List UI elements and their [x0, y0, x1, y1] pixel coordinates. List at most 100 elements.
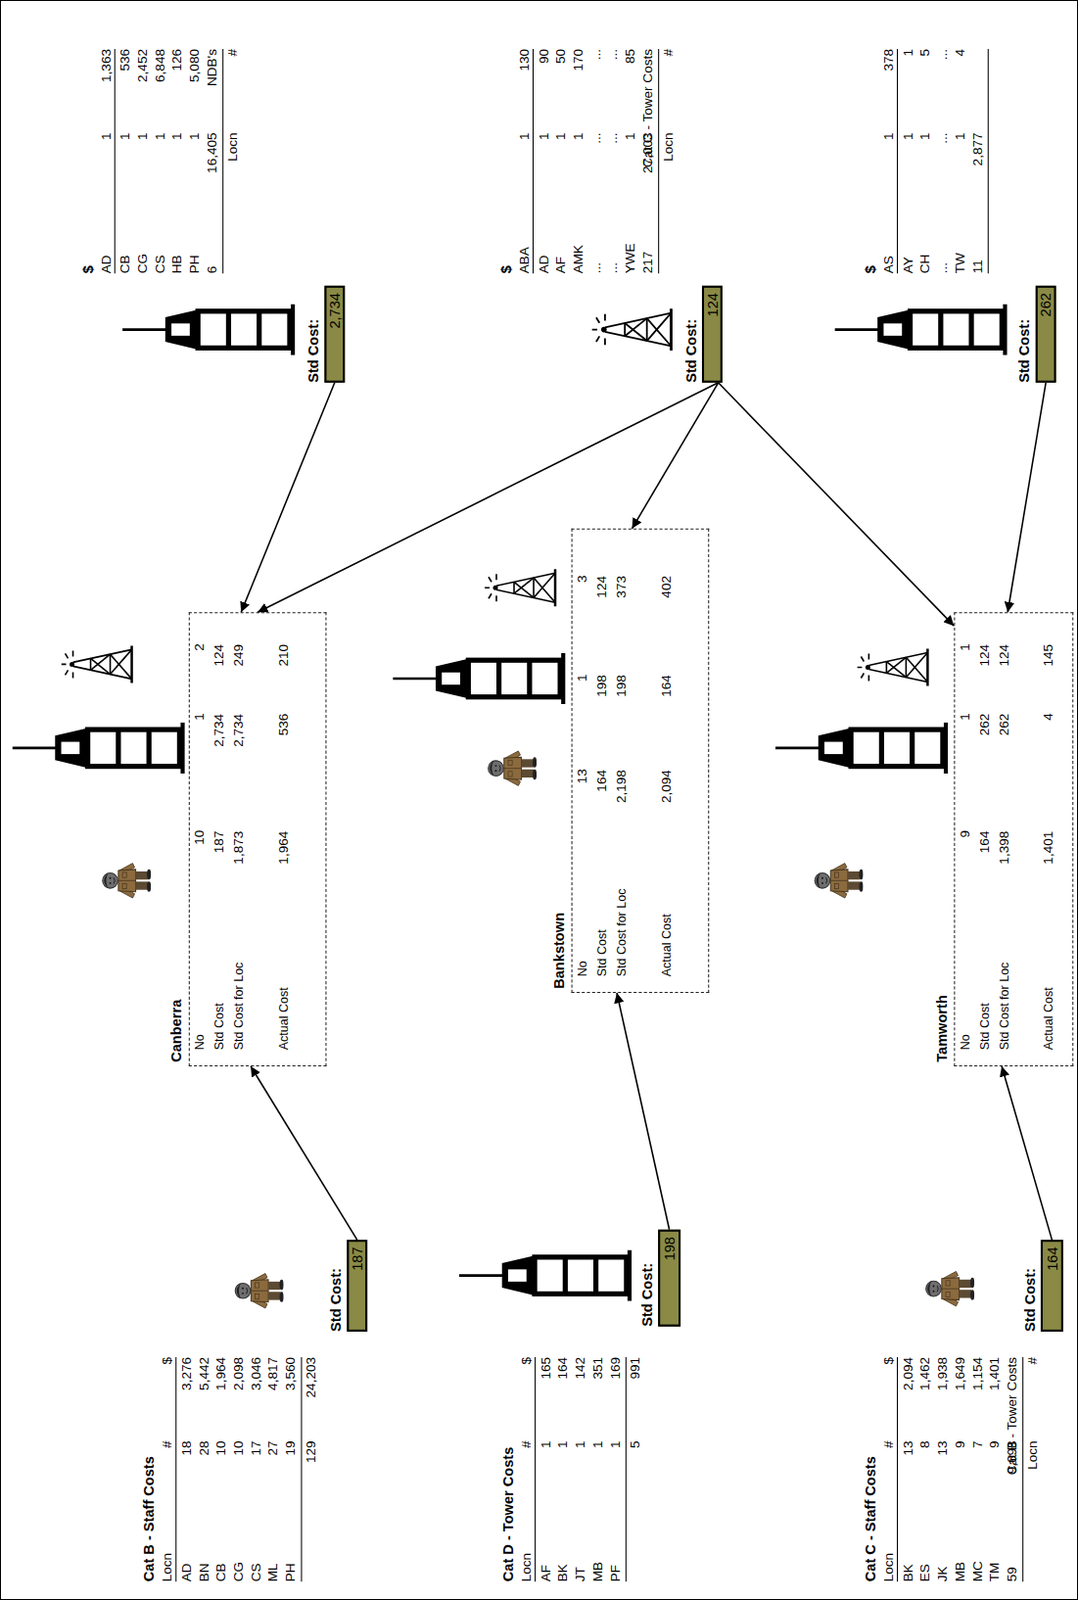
table-cell: 1,401 — [986, 1357, 1004, 1391]
table-cell: BK — [899, 1563, 917, 1582]
std-cost-box: Std Cost:164 — [1040, 1239, 1064, 1332]
cost-value: 262 — [995, 713, 1013, 737]
table-cell: 1 — [187, 132, 204, 141]
cost-value: 1 — [956, 712, 974, 721]
std-cost-value: 124 — [703, 292, 721, 317]
table-cell: 8 — [917, 1440, 935, 1449]
rule-line — [114, 48, 116, 274]
table-cell: 1,462 — [917, 1357, 935, 1391]
std-cost-value: 187 — [348, 1246, 366, 1270]
row-label: Actual Cost — [275, 986, 292, 1050]
cost-value: 1 — [191, 712, 209, 721]
table-cell: BK — [555, 1563, 572, 1582]
table-title: Cat B - Staff Costs — [140, 1455, 158, 1582]
ndb-icon — [856, 649, 928, 687]
table-cell: 2,877 — [969, 132, 986, 166]
table-cell: 164 — [555, 1357, 572, 1380]
std-cost-label: Std Cost: — [682, 319, 701, 383]
table-cell: CS — [151, 254, 169, 274]
cost-value: 145 — [1040, 644, 1058, 667]
table-title: $ — [498, 265, 516, 274]
cost-value: 124 — [594, 575, 611, 599]
rule-line — [657, 48, 659, 274]
column-header: AS — [880, 255, 897, 274]
table-cell: 1 — [535, 132, 553, 141]
table-cell: 142 — [572, 1357, 590, 1380]
table-cell: ... — [605, 48, 622, 60]
table-cell: 1,938 — [935, 1357, 952, 1391]
cost-arrow — [1001, 1066, 1052, 1240]
cost-value: 13 — [574, 768, 592, 784]
table-cell: ... — [935, 132, 952, 143]
cost-table: $AD11,363CB1536CG12,452CS16,848HB1126PH1… — [79, 48, 243, 274]
table-cell: 16,405 — [203, 132, 221, 173]
table-cell: 18 — [178, 1440, 195, 1455]
row-label: No — [956, 1033, 974, 1050]
table-cell: 1,154 — [969, 1357, 986, 1391]
location-heading: Tamworth — [934, 994, 952, 1063]
table-cell: 1 — [607, 1440, 624, 1449]
tower-icon — [775, 722, 946, 774]
ndb-icon — [61, 645, 133, 683]
rule-line — [1022, 1357, 1024, 1582]
table-cell: AMK — [570, 244, 588, 274]
table-cell: ... — [587, 48, 605, 60]
cost-arrow — [257, 382, 719, 612]
cost-table: Cat D - Tower CostsLocn#$AF1165BK1164JT1… — [500, 1357, 647, 1582]
std-cost-value: 164 — [1042, 1246, 1062, 1270]
row-label: Std Cost for Loc — [995, 962, 1013, 1051]
table-cell: 50 — [553, 48, 570, 64]
std-cost-label: Std Cost: — [638, 1263, 657, 1327]
rule-line — [896, 48, 898, 274]
table-cell: 217 — [639, 251, 657, 275]
column-header: Locn — [517, 1552, 535, 1582]
row-label: Actual Cost — [657, 913, 675, 977]
column-header: 1,363 — [97, 48, 115, 83]
table-cell: 2,094 — [899, 1357, 917, 1391]
table-cell: 6 — [203, 266, 221, 275]
table-cell: 4 — [951, 48, 969, 57]
table-cell: MB — [951, 1561, 969, 1582]
cost-value: 262 — [976, 713, 993, 737]
table-cell: 170 — [570, 48, 588, 72]
tower-icon — [459, 1250, 630, 1302]
rule-line — [300, 1357, 302, 1582]
table-cell: 1,964 — [213, 1357, 231, 1391]
table-cell: 5,442 — [195, 1357, 213, 1391]
cost-table: Cat B - Staff CostsLocn#$AD183,276BN285,… — [140, 1357, 322, 1582]
table-cell: 2,452 — [135, 48, 152, 83]
table-cell: 2,098 — [231, 1357, 248, 1391]
column-header: # — [159, 1440, 177, 1449]
total-cell: Locn — [1024, 1440, 1041, 1469]
table-cell: 1 — [951, 132, 969, 141]
table-cell: 5 — [917, 48, 935, 57]
cost-value: 3 — [574, 574, 592, 583]
cost-value: 210 — [275, 644, 292, 667]
table-cell: AY — [899, 256, 917, 274]
rule-line — [987, 48, 989, 274]
std-cost-label: Std Cost: — [1021, 1267, 1039, 1332]
ndb-icon — [591, 308, 671, 351]
table-cell: 3,560 — [282, 1357, 300, 1391]
table-cell: 10 — [231, 1440, 248, 1455]
table-cell: CG — [135, 253, 152, 274]
table-cell: 9 — [986, 1440, 1004, 1449]
table-cell: AD — [535, 254, 553, 274]
column-header: 378 — [880, 48, 897, 72]
table-cell: 126 — [169, 48, 187, 72]
cost-value: 4 — [1040, 712, 1058, 721]
table-cell: 3,276 — [178, 1357, 195, 1391]
total-cell: Locn — [659, 132, 677, 161]
cost-value: 1 — [574, 674, 592, 683]
table-cell: 1 — [899, 132, 917, 141]
table-cell: ML — [265, 1562, 282, 1582]
cost-value: 164 — [976, 831, 993, 854]
std-cost-label: Std Cost: — [328, 1267, 346, 1332]
rule-line — [222, 48, 224, 274]
table-cell: 1 — [553, 132, 570, 141]
column-header: 1 — [97, 132, 115, 141]
table-cell: 1 — [537, 1440, 555, 1449]
table-cell: NDB's — [203, 48, 221, 87]
row-label: Actual Cost — [1040, 986, 1058, 1050]
